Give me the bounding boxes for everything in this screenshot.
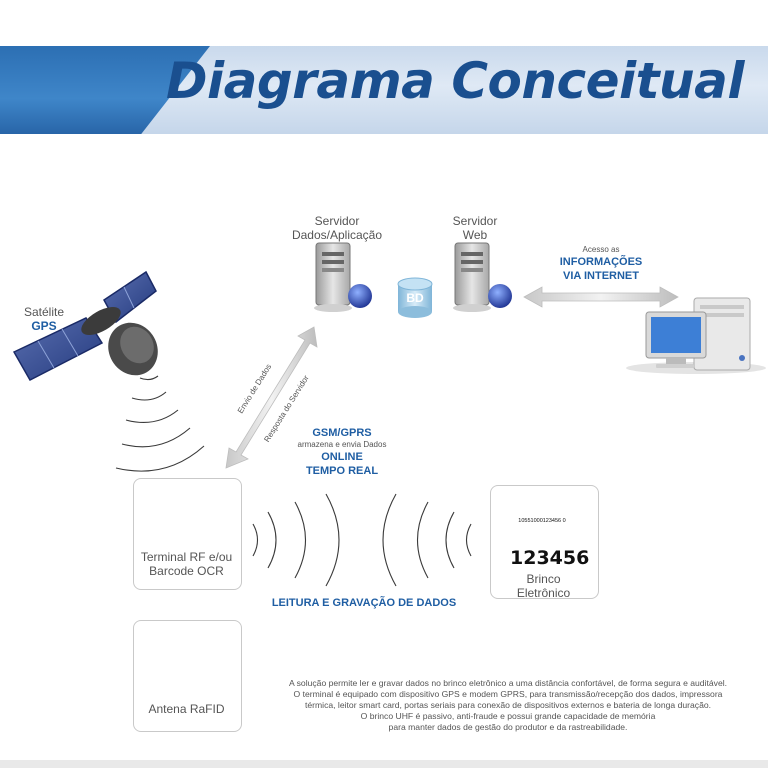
terminal-box [133, 478, 242, 590]
server-app-line1: Servidor [314, 214, 360, 228]
ear-tag-line1: Brinco [526, 572, 561, 586]
satellite-label-gps: GPS [31, 319, 57, 333]
database-icon [397, 277, 433, 318]
satellite-icon [12, 270, 158, 381]
internet-access-line2: VIA INTERNET [563, 270, 639, 282]
internet-access-line1: INFORMAÇÕES [559, 256, 643, 268]
server-app-label: Servidor Dados/Aplicação [282, 214, 392, 242]
antenna-label: Antena RaFID [148, 702, 225, 716]
bottom-strip [0, 760, 768, 768]
gsm-subtitle: armazena e envia Dados [297, 440, 387, 449]
satellite-label: Satélite GPS [14, 305, 74, 333]
footer-line-4: O brinco UHF é passivo, anti-fraude e po… [360, 711, 656, 721]
tag-barcode-number: 10551000123456 0 [518, 518, 566, 524]
tag-big-number: 123456 [510, 547, 590, 569]
internet-access-label: Acesso as INFORMAÇÕES VIA INTERNET [546, 244, 656, 283]
page-title: Diagrama Conceitual [166, 52, 745, 110]
gsm-label: GSM/GPRS armazena e envia Dados ONLINE T… [270, 426, 414, 478]
footer-description: A solução permite ler e gravar dados no … [258, 678, 758, 733]
desktop-computer-icon [626, 297, 766, 374]
footer-line-1: A solução permite ler e gravar dados no … [288, 678, 728, 688]
gsm-realtime: TEMPO REAL [305, 465, 379, 477]
server-web-line1: Servidor [452, 214, 498, 228]
footer-line-3: térmica, leitor smart card, portas seria… [304, 700, 712, 710]
server-web-line2: Web [462, 228, 488, 242]
terminal-line1: Terminal RF e/ou [140, 550, 233, 564]
ear-tag-line2: Eletrônico [516, 586, 571, 600]
gsm-title: GSM/GPRS [312, 427, 372, 439]
server-app-line2: Dados/Aplicação [291, 228, 383, 242]
internet-arrow [523, 286, 679, 308]
server-web-label: Servidor Web [440, 214, 510, 242]
terminal-line2: Barcode OCR [149, 564, 224, 578]
read-write-label: LEITURA E GRAVAÇÃO DE DADOS [271, 597, 457, 609]
gsm-online: ONLINE [321, 451, 363, 463]
header-banner: Diagrama Conceitual [0, 46, 768, 134]
footer-line-2: O terminal é equipado com dispositivo GP… [293, 689, 723, 699]
footer-line-5: para manter dados de gestão do produtor … [388, 722, 628, 732]
antenna-box [133, 620, 242, 732]
gps-signal-arcs [115, 375, 205, 472]
ear-tag-box [490, 485, 599, 599]
server-link-arrow [225, 326, 318, 469]
rfid-waves [252, 493, 472, 587]
ear-tag-label: Brinco Eletrônico [490, 572, 597, 600]
terminal-label: Terminal RF e/ou Barcode OCR [133, 550, 240, 578]
server-app-icon [314, 242, 372, 312]
database-label: BD [406, 291, 424, 305]
server-web-icon [453, 242, 512, 312]
satellite-label-text: Satélite [23, 305, 65, 319]
internet-access-small: Acesso as [582, 245, 620, 254]
